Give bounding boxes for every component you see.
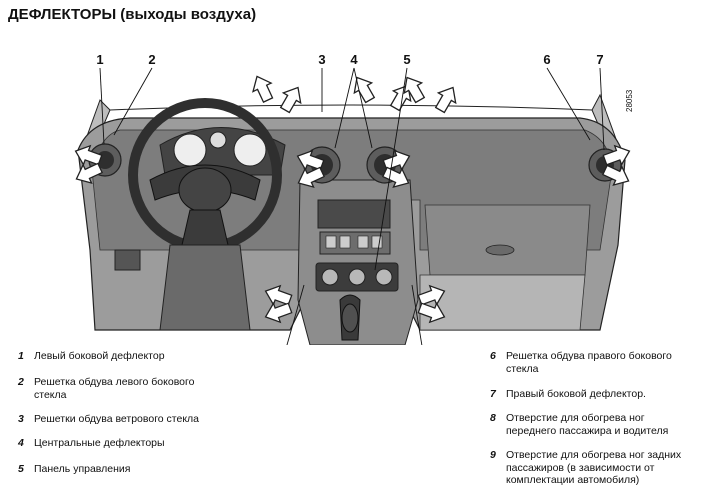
legend-item-7: 7 Правый боковой дефлектор. xyxy=(490,388,646,400)
page-title: ДЕФЛЕКТОРЫ (выходы воздуха) xyxy=(8,6,257,23)
figure-code: 28053 xyxy=(625,89,634,112)
legend-item-2: 2 Решетка обдува левого бокового стекла xyxy=(18,376,195,401)
legend-item-4: 4 Центральные дефлекторы xyxy=(18,437,165,449)
legend-item-9: 9 Отверстие для обогрева ног задних пасс… xyxy=(490,449,682,486)
legend-item-1: 1 Левый боковой дефлектор xyxy=(18,350,165,362)
legend-item-6: 6 Решетка обдува правого бокового стекла xyxy=(490,350,672,375)
callout-2: 2 xyxy=(148,52,155,67)
callout-5: 5 xyxy=(403,52,410,67)
callout-6: 6 xyxy=(543,52,550,67)
callout-4: 4 xyxy=(350,52,358,67)
callout-3: 3 xyxy=(318,52,325,67)
callout-1: 1 xyxy=(96,52,103,67)
legend-item-8: 8 Отверстие для обогрева ног переднего п… xyxy=(490,412,669,437)
legend-item-3: 3 Решетки обдува ветрового стекла xyxy=(18,413,200,425)
legend-item-5: 5 Панель управления xyxy=(18,463,131,475)
callout-7: 7 xyxy=(596,52,603,67)
dashboard-illustration: 1 2 3 4 5 6 7 8 8 9 9 28053 xyxy=(71,52,634,345)
